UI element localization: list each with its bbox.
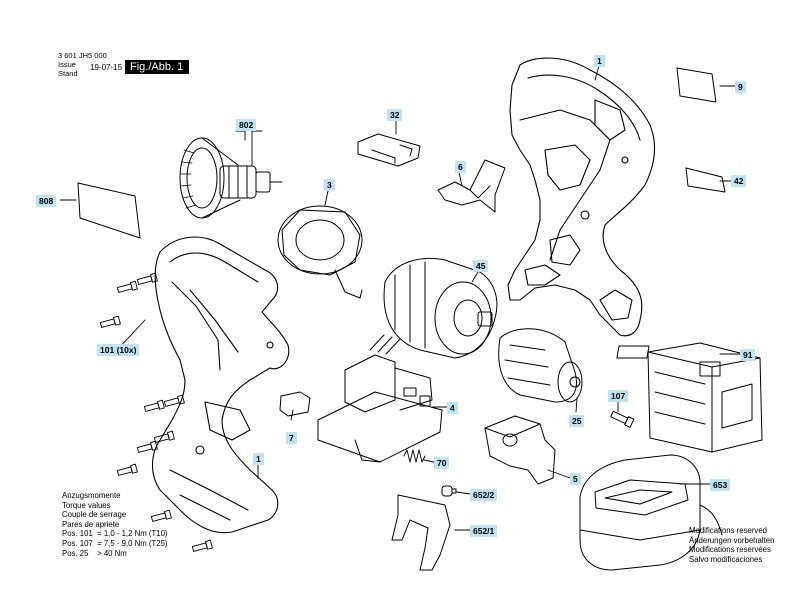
motor-802 — [179, 137, 283, 219]
direction-switch-6 — [437, 159, 506, 213]
callout-3: 3 — [324, 179, 335, 191]
figure-label: Fig./Abb. 1 — [125, 60, 190, 74]
callout-25: 25 — [569, 415, 585, 427]
side-handle-652 — [391, 485, 457, 571]
stator-3 — [277, 205, 363, 299]
electronics-module-4 — [317, 334, 443, 463]
modifications-reserved-notes: Modifications reserved Änderungen vorbeh… — [689, 526, 775, 564]
callout-42: 42 — [731, 175, 747, 187]
callout-32: 32 — [387, 109, 403, 121]
callout-70: 70 — [434, 457, 450, 469]
callout-802: 802 — [236, 119, 257, 131]
issue-stand-label: Issue Stand — [58, 60, 78, 78]
plate-808 — [77, 182, 141, 239]
pad-7 — [279, 391, 311, 417]
callout-652-1: 652/1 — [470, 525, 498, 537]
chuck-25 — [498, 328, 583, 403]
screw-icon-set — [99, 272, 213, 552]
plate-9 — [676, 67, 717, 103]
callout-4: 4 — [447, 402, 458, 414]
callout-653: 653 — [710, 479, 731, 491]
callout-5: 5 — [570, 473, 581, 485]
screw-icon-107 — [610, 410, 635, 428]
callout-101: 101 (10x) — [97, 344, 140, 356]
plate-42 — [685, 167, 726, 193]
document-number: 3 601 JH5 000 — [58, 51, 107, 60]
torque-values-notes: Anzugsmomente Torque values Couple de se… — [62, 491, 168, 558]
callout-7: 7 — [286, 432, 297, 444]
callout-6: 6 — [455, 161, 466, 173]
leader-lines — [59, 61, 741, 531]
charger-icon — [579, 454, 723, 571]
housing-left-half — [151, 236, 290, 534]
switch-cover-32 — [357, 133, 421, 167]
callout-91: 91 — [740, 349, 756, 361]
callout-652-2: 652/2 — [470, 489, 498, 501]
spring-icon — [403, 449, 426, 463]
housing-right-half — [507, 57, 656, 337]
battery-icon — [616, 342, 763, 453]
callout-1-bottom: 1 — [253, 453, 264, 465]
gearbox-45 — [383, 257, 498, 359]
issue-date: 19-07-15 — [90, 63, 123, 72]
trigger-switch-5 — [484, 415, 556, 485]
callout-808: 808 — [36, 195, 57, 207]
callout-107: 107 — [608, 390, 629, 402]
callout-45: 45 — [473, 260, 489, 272]
callout-1-top: 1 — [594, 55, 605, 67]
callout-9: 9 — [735, 81, 746, 93]
